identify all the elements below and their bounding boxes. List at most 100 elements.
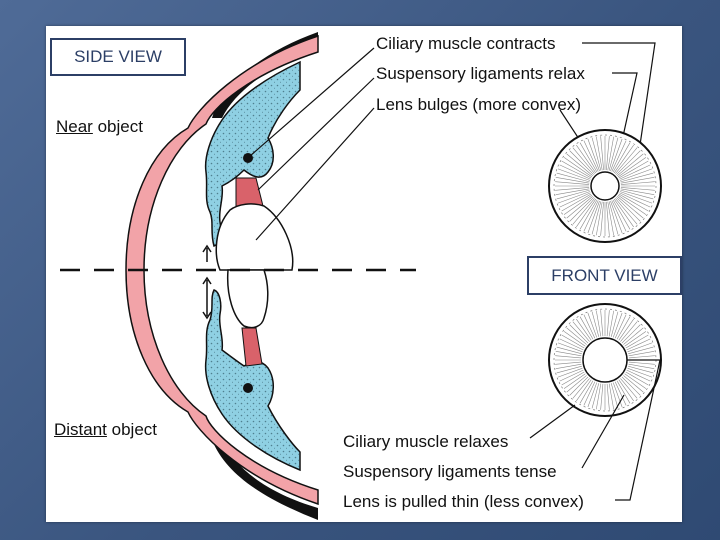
ciliary-fibre-spoke bbox=[618, 318, 634, 341]
ciliary-fibre-spoke bbox=[569, 324, 589, 344]
ciliary-fibre-spoke bbox=[611, 140, 627, 172]
ciliary-fibre-spoke bbox=[612, 199, 631, 230]
sclera-band-lower bbox=[212, 440, 318, 520]
ciliary-fibre-spoke bbox=[555, 188, 590, 195]
label-lens-bulges: Lens bulges (more convex) bbox=[376, 95, 582, 114]
ciliary-fibre-spoke bbox=[607, 136, 614, 171]
ciliary-fibre-spoke bbox=[556, 172, 590, 183]
label-lens-thin: Lens is pulled thin (less convex) bbox=[343, 492, 584, 511]
ciliary-fibre-spoke bbox=[613, 198, 634, 228]
ciliary-fibre-spoke bbox=[563, 373, 586, 389]
ciliary-fibre-spoke bbox=[555, 187, 590, 191]
ciliary-fibre-spoke bbox=[587, 382, 598, 408]
ciliary-fibre-spoke bbox=[628, 346, 654, 355]
ciliary-fibre-spoke bbox=[559, 192, 591, 208]
label-ciliary-relaxes: Ciliary muscle relaxes bbox=[343, 432, 509, 451]
ciliary-fibre-spoke bbox=[619, 168, 653, 181]
ciliary-fibre-spoke bbox=[572, 378, 590, 399]
ciliary-fibre-spoke bbox=[569, 150, 594, 175]
ciliary-fibre-spoke bbox=[623, 327, 644, 345]
ciliary-fibre-spoke bbox=[621, 324, 641, 344]
ciliary-fibre-spoke bbox=[613, 144, 634, 174]
ciliary-fibre-spoke bbox=[591, 311, 600, 337]
ciliary-fibre-spoke bbox=[583, 381, 596, 406]
ciliary-fibre-spoke bbox=[579, 199, 598, 230]
label-ciliary-contracts: Ciliary muscle contracts bbox=[376, 34, 556, 53]
leader-ligaments-relax bbox=[257, 77, 375, 191]
ciliary-fibre-spoke bbox=[587, 312, 598, 338]
ciliary-fibre-spoke bbox=[566, 375, 587, 393]
ciliary-fibre-spoke bbox=[600, 310, 604, 337]
ciliary-fibre-spoke bbox=[616, 380, 631, 404]
ciliary-fibre-spoke bbox=[617, 196, 644, 219]
ciliary-fibre-spoke bbox=[627, 367, 653, 378]
ciliary-fibre-spoke bbox=[624, 373, 647, 389]
ciliary-fibre-spoke bbox=[576, 318, 592, 341]
ciliary-fibre-spoke bbox=[572, 147, 595, 174]
ciliary-fibre-spoke bbox=[555, 363, 582, 369]
leader-ciliary-contracts bbox=[249, 47, 375, 157]
ciliary-fibre-spoke bbox=[617, 153, 644, 176]
ciliary-fibre-spoke bbox=[610, 383, 619, 409]
ciliary-fibre-spoke bbox=[610, 200, 623, 234]
ciliary-fibre-spoke bbox=[557, 191, 591, 204]
ciliary-fibre-spoke bbox=[627, 342, 653, 353]
ciliary-fibre-spoke bbox=[616, 197, 641, 222]
pupil-arrow-lower bbox=[202, 276, 212, 320]
ciliary-fibre-spoke bbox=[600, 136, 604, 171]
ciliary-fibre-spoke bbox=[579, 316, 594, 340]
ciliary-fibre-spoke bbox=[621, 376, 641, 396]
ciliary-fibre-spoke bbox=[628, 365, 654, 374]
leader-front-ligaments bbox=[612, 72, 638, 151]
leader-ciliary-relaxes bbox=[529, 404, 576, 439]
ciliary-fibre-spoke bbox=[576, 144, 597, 174]
ciliary-fibre-spoke bbox=[557, 168, 591, 181]
ciliary-fibre-spoke bbox=[620, 189, 654, 200]
ciliary-fibre-spoke bbox=[555, 351, 582, 357]
ciliary-fibre-spoke bbox=[563, 157, 593, 178]
ciliary-fibre-spoke bbox=[566, 327, 587, 345]
ciliary-fibre-spoke bbox=[561, 334, 585, 349]
ciliary-fibre-spoke bbox=[628, 351, 655, 357]
ciliary-fibre-spoke bbox=[583, 200, 599, 232]
leader-ligaments-tense bbox=[581, 394, 625, 469]
ciliary-fibre-spoke bbox=[620, 172, 654, 183]
distant-object-rest: object bbox=[106, 420, 158, 439]
ciliary-fibre-spoke bbox=[591, 201, 602, 235]
ciliary-fibre-spoke bbox=[566, 153, 593, 176]
near-object-rest: object bbox=[92, 117, 143, 136]
ciliary-fibre-spoke bbox=[576, 198, 597, 228]
pupil-arrow-upper bbox=[202, 244, 212, 262]
ciliary-fibre-spoke bbox=[569, 197, 594, 222]
ciliary-fibre-spoke bbox=[579, 142, 598, 173]
distant-object-underlined: Distant bbox=[54, 420, 107, 439]
ciliary-fibre-spoke bbox=[617, 194, 647, 215]
ciliary-fibre-spoke bbox=[612, 142, 631, 173]
ciliary-fibre-spoke bbox=[572, 198, 595, 225]
ciliary-fibre-spoke bbox=[607, 201, 614, 236]
ciliary-fibre-spoke bbox=[556, 189, 590, 200]
ciliary-fibre-spoke bbox=[614, 314, 627, 339]
ciliary-fibre-spoke bbox=[617, 157, 647, 178]
ciliary-fibre-spoke bbox=[556, 346, 582, 355]
ciliary-fibre-spoke bbox=[606, 201, 610, 236]
ciliary-fibre-spoke bbox=[623, 375, 644, 393]
ciliary-fibre-spoke bbox=[555, 177, 590, 184]
ciliary-fibre-spoke bbox=[591, 383, 600, 409]
ciliary-fibre-spoke bbox=[569, 376, 589, 396]
ciliary-fibre-spoke bbox=[625, 371, 649, 386]
leader-lens-bulges bbox=[255, 107, 375, 241]
ciliary-fibre-spoke bbox=[626, 338, 651, 351]
ciliary-fibre-spoke bbox=[606, 136, 610, 171]
ciliary-fibre-spoke bbox=[619, 164, 651, 180]
ciliary-fibre-spoke bbox=[628, 363, 655, 369]
side-view-title: SIDE VIEW bbox=[50, 38, 186, 76]
ciliary-fibre-spoke bbox=[600, 383, 604, 410]
ciliary-fibre-spoke bbox=[608, 201, 619, 235]
ciliary-fibre-spoke bbox=[555, 181, 590, 185]
ciliary-fibre-spoke bbox=[559, 369, 584, 382]
ciliary-fibre-spoke bbox=[596, 136, 603, 171]
ciliary-fibre-spoke bbox=[600, 201, 604, 236]
ciliary-fibre-spoke bbox=[563, 194, 593, 215]
ciliary-fibre-spoke bbox=[556, 365, 582, 374]
